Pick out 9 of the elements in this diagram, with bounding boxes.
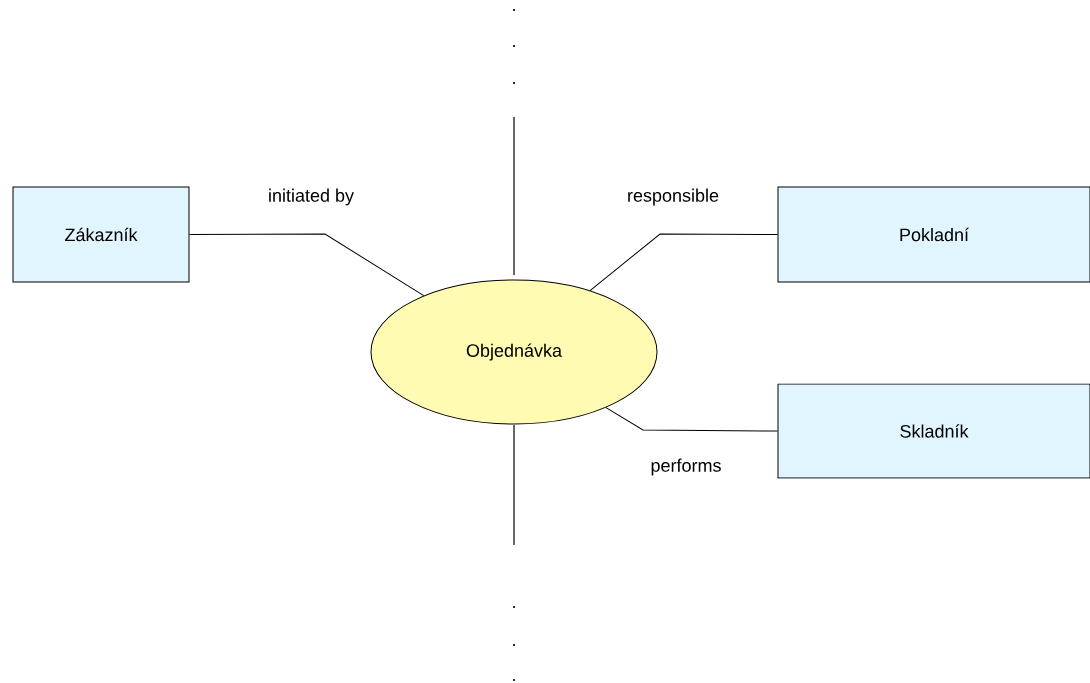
edge-label: performs <box>649 457 723 477</box>
actor-box: Skladník <box>777 383 1090 479</box>
connector-line <box>189 233 425 297</box>
actor-box: Zákazník <box>12 186 190 283</box>
connector-line <box>589 233 778 292</box>
connector-line <box>605 407 778 432</box>
edge-label: initiated by <box>267 187 356 207</box>
actor-box: Pokladní <box>777 186 1090 283</box>
edge-label: responsible <box>626 187 721 207</box>
